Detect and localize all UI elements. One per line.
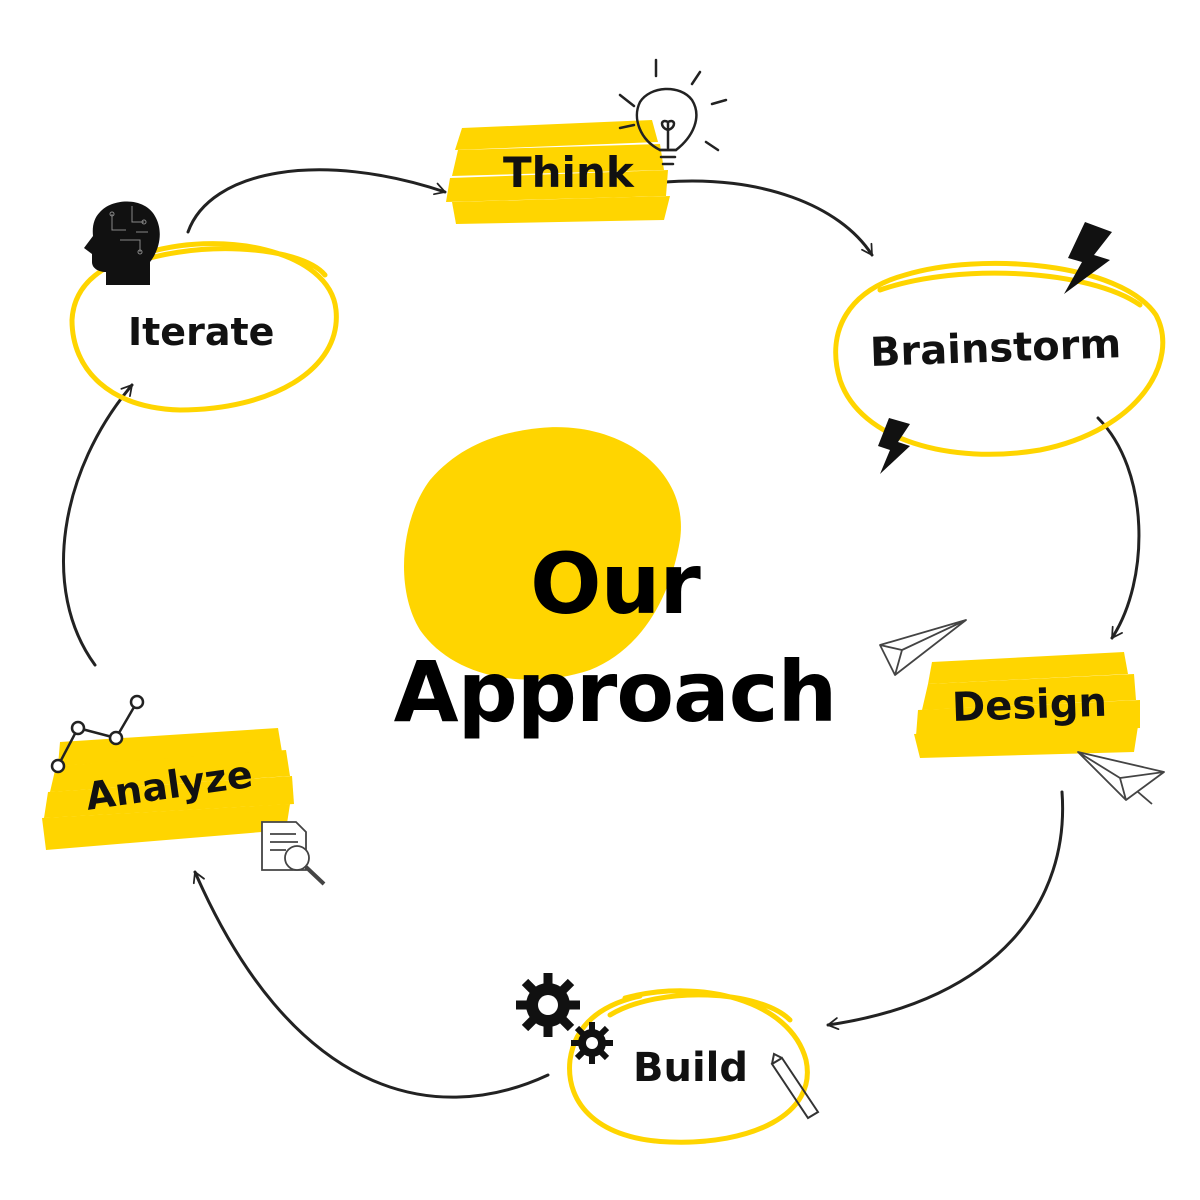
line-chart-icon (50, 694, 145, 774)
arrow-brainstorm-to-design (1096, 416, 1141, 640)
arrow-iterate-to-think (186, 168, 447, 234)
lightning-icon (1064, 222, 1112, 294)
center-title: Our Approach (330, 530, 900, 746)
brain-head-icon (84, 201, 160, 285)
step-label-iterate: Iterate (128, 310, 275, 354)
arrow-analyze-to-iterate (62, 383, 134, 667)
title-line-approach: Approach (393, 643, 838, 741)
paper-plane-icon (879, 619, 1165, 805)
pencil-icon (770, 1052, 820, 1120)
design-highlight (914, 652, 1140, 758)
arrow-think-to-brainstorm (663, 179, 874, 257)
center-blob (403, 427, 681, 680)
step-label-design: Design (951, 679, 1108, 731)
arrow-design-to-build (826, 790, 1065, 1031)
step-label-brainstorm: Brainstorm (869, 321, 1122, 376)
analyze-highlight (42, 728, 294, 850)
build-circle (567, 988, 810, 1145)
gears-icon (516, 973, 613, 1064)
lightbulb-icon (618, 58, 728, 166)
lightning-icon-small (878, 418, 910, 474)
step-label-build: Build (633, 1045, 749, 1091)
title-line-our: Our (530, 535, 701, 633)
arrow-build-to-analyze (192, 870, 550, 1099)
think-highlight (446, 120, 670, 224)
document-search-icon (261, 821, 326, 886)
step-label-think: Think (503, 148, 634, 197)
